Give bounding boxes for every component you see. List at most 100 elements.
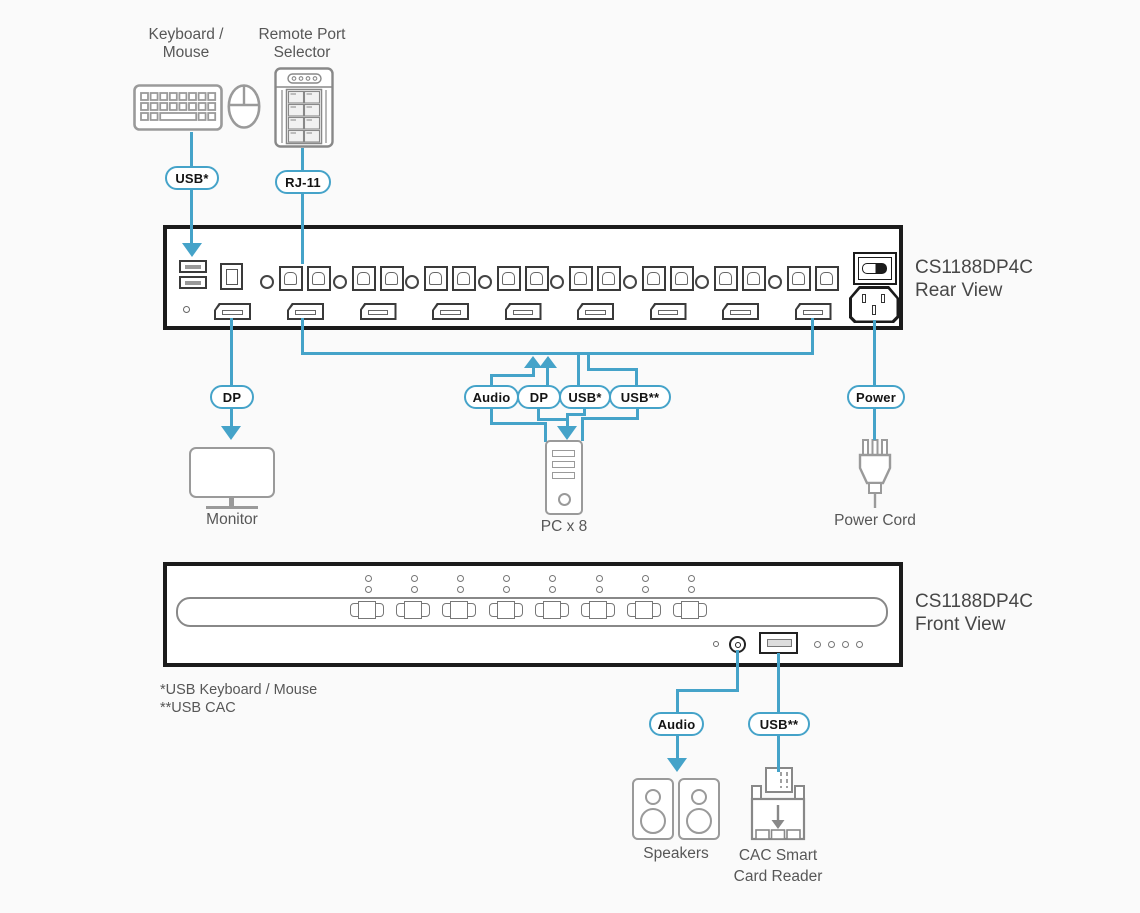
arrow-up-icon xyxy=(539,356,557,368)
dp-monitor-line2 xyxy=(230,408,233,427)
dp-port-slot xyxy=(440,309,461,315)
dp-port-slot xyxy=(802,309,824,315)
channel-led xyxy=(641,586,649,593)
rear-channel-group xyxy=(550,262,622,322)
usb-b-port-inner xyxy=(501,271,515,285)
usb-b-port-inner xyxy=(284,271,297,285)
port-select-button-cap xyxy=(635,601,654,619)
usb-a-console-port xyxy=(179,276,207,289)
audio-mid-tag-text: Audio xyxy=(472,389,511,405)
usb-mid-tag-text: USB* xyxy=(568,389,602,405)
power-switch-bezel xyxy=(858,257,892,280)
rear-channel-group xyxy=(260,262,332,322)
dp-monitor-line xyxy=(230,318,233,385)
front-channel-group xyxy=(441,575,479,623)
rear-view-title: CS1188DP4C Rear View xyxy=(915,256,1125,302)
dp-monitor-tag-text: DP xyxy=(222,389,242,405)
rear-view-text: Rear View xyxy=(915,280,1003,301)
dp-pc-elbow xyxy=(537,418,568,421)
usb-b-port-inner xyxy=(646,271,660,285)
power-rocker xyxy=(862,263,887,274)
front-status-led xyxy=(842,641,849,648)
front-channel-group xyxy=(488,575,526,623)
front-audio-line xyxy=(736,650,739,692)
speaker-tweeter xyxy=(645,789,661,805)
rear-channel-group xyxy=(405,262,477,322)
speaker-woofer xyxy=(640,808,666,834)
front-channel-group xyxy=(349,575,387,623)
usb-a-console-port xyxy=(179,260,207,273)
usb-b-port xyxy=(351,266,376,291)
audio-front-tag: Audio xyxy=(649,712,704,736)
usb-b-port-inner xyxy=(791,271,805,285)
dp-port-slot xyxy=(585,309,606,315)
power-line2 xyxy=(873,408,876,440)
audio-pc-elbow xyxy=(490,422,547,425)
footnote-cac: **USB CAC xyxy=(160,700,236,716)
arrow-down-icon xyxy=(182,243,202,257)
reset-hole xyxy=(713,641,719,647)
cac-reader-label: CAC Smart Card Reader xyxy=(728,845,828,887)
usbcac-pc-line xyxy=(636,408,639,420)
power-cord-icon xyxy=(858,439,892,508)
port-select-button-cap xyxy=(589,601,607,619)
bus-right-riser xyxy=(811,318,814,355)
usb-b-port xyxy=(669,266,694,291)
rear-channel-group xyxy=(622,262,695,322)
mouse-icon xyxy=(227,84,261,129)
dp-up-line xyxy=(546,367,549,387)
usb-b-port xyxy=(742,266,766,291)
footnote-usb: *USB Keyboard / Mouse xyxy=(160,682,318,698)
port-select-button-cap xyxy=(496,601,515,619)
usbcac-drop-line2 xyxy=(635,368,638,387)
front-view-title: CS1188DP4C Front View xyxy=(915,590,1125,636)
dp-out-port xyxy=(504,303,542,320)
rear-model-text: CS1188DP4C xyxy=(915,257,1033,278)
front-channel-group xyxy=(672,575,710,623)
audio-pc-line2 xyxy=(544,422,547,442)
audio-jack-port xyxy=(550,275,564,289)
front-channel-group xyxy=(534,575,572,623)
pc-drive-bay xyxy=(552,461,575,468)
usb-b-port xyxy=(452,266,476,291)
usb-b-port-inner xyxy=(429,271,442,285)
keyboard-icon xyxy=(133,84,223,131)
dp-out-port xyxy=(359,303,397,320)
usb-b-port xyxy=(424,266,448,291)
inlet-prong xyxy=(881,294,885,303)
audio-mid-tag: Audio xyxy=(464,385,519,409)
usb-b-port-inner xyxy=(674,271,688,285)
audio-up-line xyxy=(532,367,535,377)
power-tag: Power xyxy=(847,385,905,409)
speaker-icon xyxy=(632,778,674,840)
dp-monitor-tag: DP xyxy=(210,385,254,409)
usb-cac-front-tag-text: USB** xyxy=(759,716,799,732)
usb-a-tongue xyxy=(185,280,201,285)
inlet-prong xyxy=(871,305,876,315)
front-status-led xyxy=(828,641,835,648)
channel-led xyxy=(595,575,603,582)
usb-b-port xyxy=(307,266,331,291)
channel-led xyxy=(549,586,557,593)
usb-b-port xyxy=(496,266,521,291)
front-model-text: CS1188DP4C xyxy=(915,591,1033,612)
channel-led xyxy=(503,575,511,582)
dp-mid-tag-text: DP xyxy=(529,389,549,405)
audio-up-drop xyxy=(490,374,493,387)
rear-channel-group xyxy=(767,262,840,322)
cac-reader-label-line1: CAC Smart xyxy=(738,847,818,864)
inlet-prong xyxy=(862,294,866,303)
audio-up-elbow xyxy=(490,374,535,377)
keyboard-usb-line2 xyxy=(190,189,193,244)
pc-drive-bay xyxy=(552,472,575,479)
channel-led xyxy=(549,575,557,582)
usbcac-pc-line2 xyxy=(581,417,584,441)
usb-cac-mid-tag: USB** xyxy=(609,385,671,409)
grounding-screw xyxy=(183,306,190,313)
remote-selector-label: Remote Port Selector xyxy=(242,26,362,62)
speakers-label: Speakers xyxy=(643,845,709,862)
usb-b-port xyxy=(524,266,549,291)
channel-led xyxy=(641,575,649,582)
usb-cac-mid-tag-text: USB** xyxy=(620,389,660,405)
usb-keyboard-tag-text: USB* xyxy=(175,170,209,186)
